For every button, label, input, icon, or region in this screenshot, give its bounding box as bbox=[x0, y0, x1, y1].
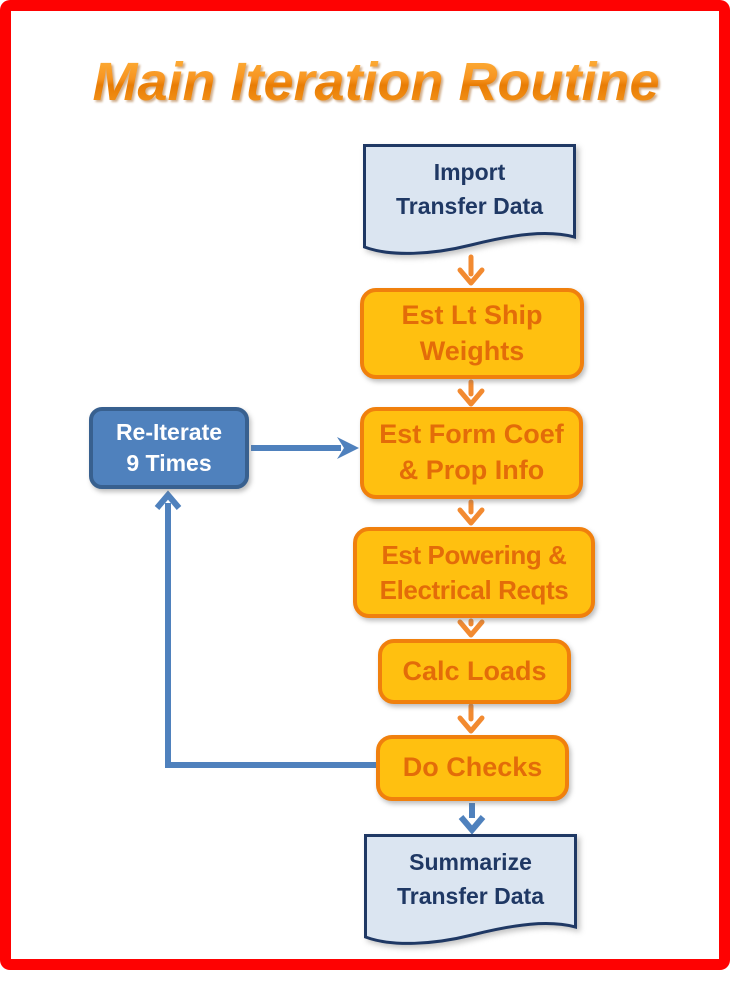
node-label-line: Summarize bbox=[409, 849, 532, 876]
node-label-line: Weights bbox=[419, 335, 525, 366]
node-label-line: Transfer Data bbox=[395, 192, 543, 219]
document-shape bbox=[363, 144, 576, 255]
node-label-line: Re-Iterate bbox=[115, 418, 223, 445]
arrow-calc-to-checks bbox=[457, 703, 485, 734]
node-label-line: Est Form Coef bbox=[379, 419, 564, 450]
node-label-line: & Prop Info bbox=[398, 455, 545, 485]
node-label-line: Calc Loads bbox=[402, 655, 547, 686]
node-import-transfer-data: Import Transfer Data bbox=[363, 144, 576, 257]
node-label-line: Est Powering & bbox=[381, 539, 567, 570]
node-label-line: Do Checks bbox=[402, 752, 543, 783]
arrow-checks-to-reiterate-loop bbox=[154, 490, 376, 768]
node-re-iterate-9-times: Re-Iterate 9 Times bbox=[89, 407, 249, 489]
arrow-reiterate-to-form bbox=[251, 437, 359, 459]
arrow-form-to-powering bbox=[457, 499, 485, 526]
arrow-weights-to-form bbox=[457, 379, 485, 407]
arrow-checks-to-summarize bbox=[458, 803, 486, 835]
node-label-line: Transfer Data bbox=[396, 882, 544, 909]
node-label-line: 9 Times bbox=[126, 450, 212, 476]
node-est-powering-electrical-reqts: Est Powering & Electrical Reqts bbox=[353, 527, 595, 618]
node-label-line: Est Lt Ship bbox=[401, 299, 543, 330]
node-label-line: Electrical Reqts bbox=[379, 574, 569, 605]
node-do-checks: Do Checks bbox=[376, 735, 569, 801]
node-label-line: Import bbox=[433, 159, 506, 186]
node-est-form-coef-prop-info: Est Form Coef & Prop Info bbox=[360, 407, 583, 499]
page-title: Main Iteration Routine bbox=[11, 51, 730, 113]
arrow-powering-to-calc bbox=[457, 618, 485, 638]
document-shape bbox=[364, 834, 577, 945]
node-est-lt-ship-weights: Est Lt Ship Weights bbox=[360, 288, 584, 379]
node-summarize-transfer-data: Summarize Transfer Data bbox=[364, 834, 577, 947]
node-calc-loads: Calc Loads bbox=[378, 639, 571, 704]
arrow-import-to-weights bbox=[457, 254, 485, 286]
